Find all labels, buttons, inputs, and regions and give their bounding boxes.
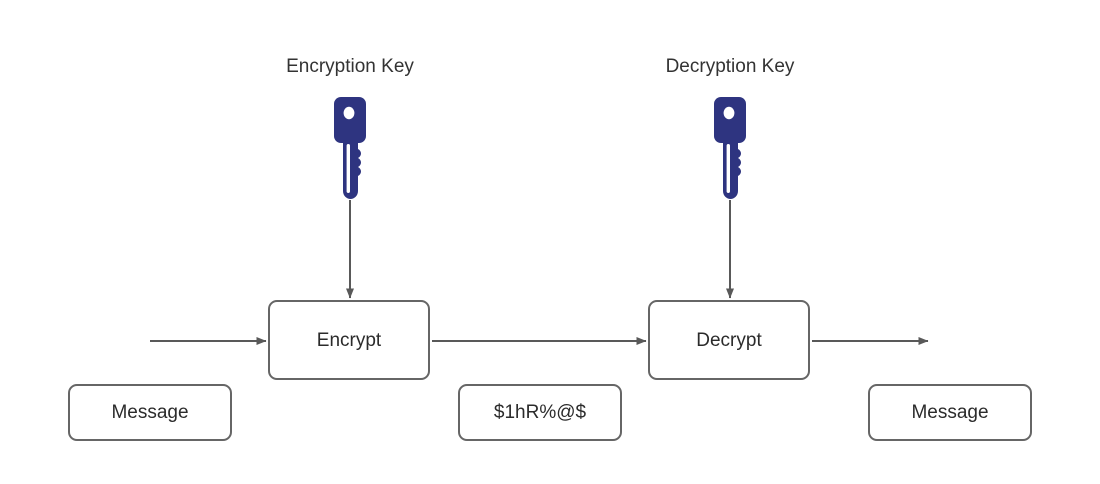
plaintext-input-box[interactable]: Message	[68, 384, 232, 441]
ciphertext-label: $1hR%@$	[493, 402, 587, 423]
decrypt-label: Decrypt	[696, 329, 762, 351]
plaintext-output-box[interactable]: Message	[868, 384, 1032, 441]
encrypt-process-box[interactable]: Encrypt	[268, 300, 430, 380]
encryption-key-caption: Encryption Key	[286, 56, 414, 77]
plaintext-output-label: Message	[911, 402, 989, 423]
decrypt-process-box[interactable]: Decrypt	[648, 300, 810, 380]
encrypt-label: Encrypt	[316, 329, 382, 351]
decryption-key-caption: Decryption Key	[665, 56, 795, 77]
plaintext-input-label: Message	[111, 402, 189, 423]
encryption-key-icon	[328, 97, 372, 201]
decryption-key-icon	[708, 97, 752, 201]
ciphertext-box[interactable]: $1hR%@$	[458, 384, 622, 441]
